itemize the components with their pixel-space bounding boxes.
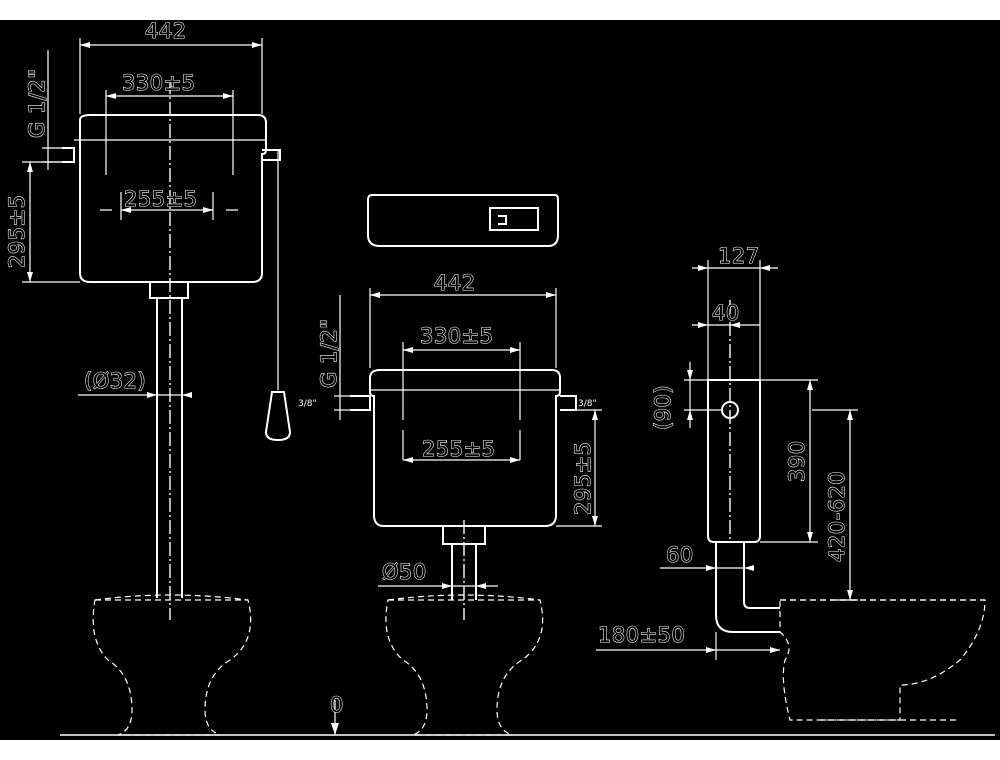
right-pan (779, 599, 986, 721)
middle-width-total: 442 (434, 271, 476, 295)
middle-flush-button (489, 207, 539, 231)
left-view: 442 330±5 255±5 295±5 G 1/2" (Ø32) (4, 20, 292, 736)
left-outlet-neck (149, 281, 189, 299)
right-cistern-side (707, 379, 761, 543)
left-pull-handle (264, 391, 292, 442)
right-depth: 127 (718, 244, 760, 268)
left-pipe-diameter: (Ø32) (84, 369, 146, 393)
left-lever (262, 149, 281, 161)
left-bowl (92, 594, 252, 736)
left-bolt-spacing: 330±5 (122, 71, 196, 95)
technical-drawing: 442 330±5 255±5 295±5 G 1/2" (Ø32) (4, 20, 995, 736)
left-height: 295±5 (5, 194, 29, 268)
middle-small-label-left: 3/8" (298, 399, 317, 409)
middle-bolt-spacing: 330±5 (420, 324, 494, 348)
technical-drawing-canvas: 442 330±5 255±5 295±5 G 1/2" (Ø32) (0, 20, 1000, 740)
left-inlet (62, 147, 75, 163)
right-pipe-inner (743, 542, 780, 609)
middle-inlet-right (560, 395, 577, 411)
middle-lid (367, 194, 559, 247)
left-inner-spacing: 255±5 (124, 187, 198, 211)
right-pipe-outer (715, 542, 780, 633)
right-pipe-offset: 60 (666, 543, 694, 567)
middle-small-label-right: 3/8" (578, 399, 597, 409)
middle-inlet-thread: G 1/2" (317, 319, 341, 388)
middle-floor-level: 0 (330, 693, 344, 717)
left-cistern-body (79, 114, 267, 283)
left-width-total: 442 (145, 20, 187, 43)
middle-bowl (385, 594, 544, 736)
right-height-390: 390 (785, 440, 809, 482)
middle-cistern-body (369, 369, 561, 527)
middle-outlet-diameter: Ø50 (382, 560, 427, 584)
right-inlet-height: (90) (651, 385, 675, 430)
middle-inlet-left (350, 395, 371, 411)
right-height-range: 420-620 (825, 471, 849, 562)
middle-view: 442 330±5 255±5 295±5 G 1/2" 3/8" 3/8" Ø… (298, 194, 602, 736)
right-pipe-reach: 180±50 (598, 623, 685, 647)
right-view: 127 40 (90) 390 420-620 60 180±50 (596, 243, 986, 721)
right-offset-40: 40 (712, 301, 740, 325)
left-inlet-thread: G 1/2" (25, 69, 49, 138)
middle-inner-spacing: 255±5 (422, 437, 496, 461)
middle-height: 295±5 (571, 441, 595, 515)
